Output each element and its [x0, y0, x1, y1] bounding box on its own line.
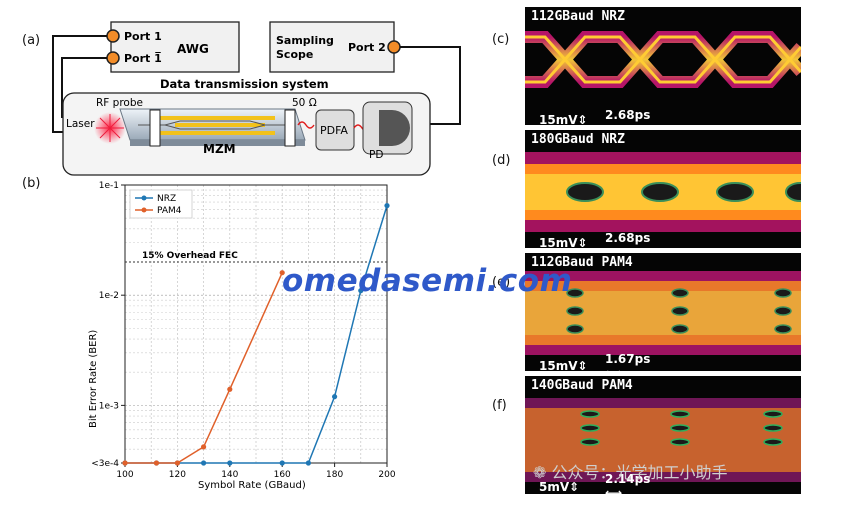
eye-diagram-f: 140GBaud PAM4 5mV⇕ 2.14ps⟷ — [525, 376, 801, 494]
laser-label: Laser — [66, 118, 95, 130]
termination-probe — [284, 109, 296, 147]
data-point-nrz — [201, 460, 207, 466]
scope-port2-connector — [387, 40, 401, 54]
eye-f-title: 140GBaud PAM4 — [531, 378, 633, 393]
eye-f-trace — [525, 398, 801, 482]
eye-d-vscale: 15mV⇕ — [539, 236, 588, 248]
data-point-nrz — [332, 394, 338, 400]
awg-port1-label: Port 1 — [124, 30, 162, 43]
y-tick-label: 1e-3 — [99, 401, 119, 411]
eye-c-trace — [525, 31, 801, 88]
rf-cable-port2 — [400, 46, 461, 125]
scope-label-line1: Sampling — [276, 34, 334, 47]
x-tick-label: 140 — [221, 470, 238, 480]
data-point-nrz — [227, 460, 233, 466]
scope-port-label: Port 2 — [348, 41, 386, 54]
panel-label-a: (a) — [22, 33, 41, 48]
x-tick-label: 180 — [326, 470, 343, 480]
eye-f-vscale: 5mV⇕ — [539, 480, 580, 494]
awg-box — [110, 21, 240, 73]
data-point-pam4 — [279, 270, 285, 276]
mzm-chip-edge — [130, 140, 305, 146]
eye-c-hscale: 2.68ps⟷ — [605, 108, 651, 125]
setup-diagram: AWG Port 1 Port 1̅ Sampling Scope Port 2… — [52, 21, 461, 176]
eye-diagram-c: 112GBaud NRZ 15mV⇕ 2.68ps⟷ — [525, 7, 801, 125]
laser-rays — [96, 114, 124, 142]
pdfa-box — [315, 109, 355, 151]
y-tick-label: 1e-1 — [99, 181, 119, 191]
data-point-pam4 — [201, 444, 207, 450]
termination-label: 50 Ω — [292, 97, 317, 109]
awg-port1-connector — [106, 29, 120, 43]
eye-d-title: 180GBaud NRZ — [531, 132, 625, 147]
x-tick-label: 200 — [378, 470, 395, 480]
data-point-pam4 — [227, 386, 233, 392]
eye-d-hscale: 2.68ps⟷ — [605, 231, 651, 248]
x-axis-label: Symbol Rate (GBaud) — [198, 480, 306, 491]
chart-grid — [124, 184, 388, 464]
y-tick-label: 1e-2 — [99, 291, 119, 301]
data-point-nrz — [279, 460, 285, 466]
data-point-nrz — [305, 460, 311, 466]
scope-label-line2: Scope — [276, 48, 313, 61]
eye-e-hscale: 1.67ps⟷ — [605, 352, 651, 371]
eye-e-vscale: 15mV⇕ — [539, 359, 588, 371]
fiber-1 — [297, 121, 315, 129]
data-point-pam4 — [122, 460, 128, 466]
watermark-text: omedasemi.com — [282, 263, 573, 299]
y-tick-label: <3e-4 — [91, 459, 119, 469]
eye-c-vscale: 15mV⇕ — [539, 113, 588, 125]
chart-legend — [129, 189, 193, 219]
legend-pam4-marker — [141, 207, 147, 213]
rf-probe-left — [149, 109, 161, 147]
panel-label-b: (b) — [22, 176, 41, 191]
data-point-pam4 — [153, 460, 160, 466]
eye-diagram-d: 180GBaud NRZ 15mV⇕ 2.68ps⟷ — [525, 130, 801, 248]
eye-c-title: 112GBaud NRZ — [531, 9, 625, 24]
legend-nrz-marker — [141, 195, 147, 201]
ber-chart: 100 120 140 160 180 200 1e-1 1e-2 1e-3 <3e-4 15%… — [88, 181, 396, 491]
legend-nrz-label: NRZ — [157, 194, 176, 204]
fec-annotation: 15% Overhead FEC — [142, 251, 238, 261]
pdfa-label: PDFA — [320, 124, 348, 137]
pd-label: PD — [369, 149, 383, 161]
pd-icon — [379, 110, 410, 146]
panel-label-d: (d) — [492, 153, 511, 168]
awg-label: AWG — [177, 42, 209, 56]
legend-pam4-label: PAM4 — [157, 206, 182, 216]
data-point-nrz — [358, 288, 364, 294]
mzm-label: MZM — [203, 142, 236, 156]
mzm-electrodes — [160, 116, 275, 135]
eye-diagram-e: 112GBaud PAM4 15mV⇕ 1.67ps⟷ — [525, 253, 801, 371]
scope-box — [269, 21, 395, 73]
data-point-pam4 — [174, 460, 180, 466]
eye-e-title: 112GBaud PAM4 — [531, 255, 633, 270]
x-tick-label: 120 — [169, 470, 186, 480]
data-point-nrz — [384, 203, 390, 209]
series-line-pam4 — [125, 272, 283, 464]
wechat-icon: ❁ — [533, 463, 552, 482]
eye-d-trace — [525, 152, 801, 232]
wechat-watermark: ❁ 公众号：光学加工小助手 — [533, 463, 728, 482]
system-title: Data transmission system — [160, 77, 329, 91]
y-axis-label: Bit Error Rate (BER) — [88, 330, 99, 428]
eye-e-trace — [525, 271, 801, 355]
panel-label-c: (c) — [492, 32, 510, 47]
panel-label-e: (e) — [492, 275, 511, 290]
rf-probe-label: RF probe — [96, 97, 143, 109]
x-tick-label: 100 — [116, 470, 133, 480]
awg-port1bar-connector — [106, 51, 120, 65]
panel-label-f: (f) — [492, 398, 507, 413]
eye-f-hscale: 2.14ps⟷ — [605, 472, 651, 494]
x-tick-label: 160 — [274, 470, 291, 480]
awg-port1bar-label: Port 1̅ — [124, 52, 162, 65]
